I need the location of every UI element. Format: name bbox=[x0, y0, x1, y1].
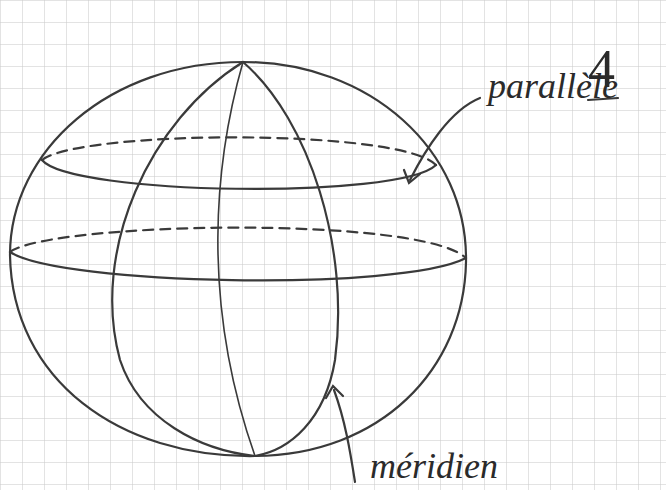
parallel-back bbox=[42, 137, 436, 165]
meridian-right bbox=[243, 62, 338, 456]
meridian-left bbox=[112, 62, 255, 456]
meridian-inner bbox=[218, 62, 255, 456]
meridian-arrowhead bbox=[326, 386, 343, 398]
parallel-front bbox=[42, 160, 436, 189]
meridian-label: méridien bbox=[370, 448, 498, 484]
parallel-leader bbox=[410, 98, 480, 180]
sphere-outline bbox=[10, 62, 466, 456]
parallel-arrowhead bbox=[404, 170, 420, 183]
equator-back bbox=[10, 228, 466, 258]
meridian-leader bbox=[334, 390, 355, 482]
equator-front bbox=[10, 252, 466, 280]
parallel-label: parallèle bbox=[488, 68, 618, 104]
